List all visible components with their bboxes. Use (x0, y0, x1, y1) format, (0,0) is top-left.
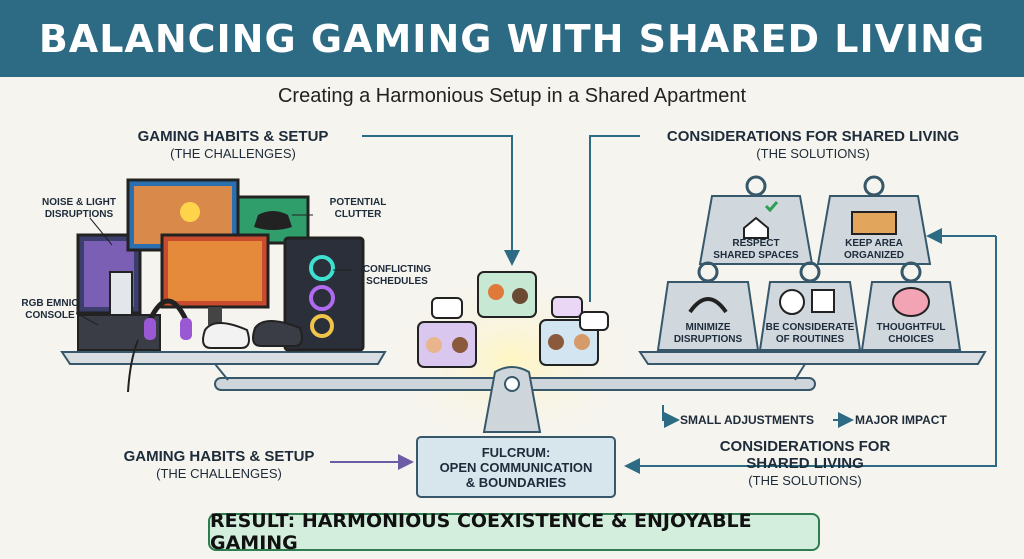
bottom-left-label: GAMING HABITS & SETUP (THE CHALLENGES) (123, 448, 315, 481)
label-schedules: CONFLICTING SCHEDULES (362, 264, 432, 287)
adjustments-left: SMALL ADJUSTMENTS (680, 413, 815, 427)
fulcrum-line1: FULCRUM: (481, 444, 551, 460)
right-tray (638, 351, 987, 365)
weights (656, 175, 962, 351)
fulcrum-box: FULCRUM: OPEN COMMUNICATION & BOUNDARIES (416, 436, 616, 498)
left-section-title: GAMING HABITS & SETUP (THE CHALLENGES) (137, 128, 329, 161)
weight-disruptions-label: MINIMIZE DISRUPTIONS (673, 322, 743, 345)
label-clutter: POTENTIAL CLUTTER (329, 197, 387, 220)
house-check-icon (743, 216, 769, 239)
arrow-right-to-center (589, 135, 640, 302)
page-subtitle: Creating a Harmonious Setup in a Shared … (277, 85, 747, 107)
arrow-loop-right (624, 236, 997, 474)
chat-bubbles (417, 271, 609, 368)
page-title: BALANCING GAMING WITH SHARED LIVING (38, 16, 986, 61)
weight-respect-label: RESPECT SHARED SPACES (713, 238, 799, 261)
fulcrum-stand (482, 366, 542, 433)
desk-icon (851, 211, 897, 235)
headphones (147, 298, 189, 322)
label-console: RGB EMNIC CONSOLE (21, 298, 79, 321)
brain-icon (892, 287, 930, 317)
pc-tower (283, 236, 365, 352)
weight-organized-label: KEEP AREA ORGANIZED (844, 238, 904, 261)
weight-routines-label: BE CONSIDERATE OF ROUTINES (765, 322, 855, 345)
gaming-setup (76, 178, 365, 393)
label-noise: NOISE & LIGHT DISRUPTIONS (42, 197, 116, 220)
headphones-icon (688, 297, 728, 314)
controller-black (252, 320, 303, 347)
arrow-left-to-center (362, 135, 520, 266)
weight-choices-label: THOUGHTFUL CHOICES (876, 322, 946, 345)
right-section-title: CONSIDERATIONS FOR SHARED LIVING (THE SO… (666, 128, 960, 161)
clock-calendar-icon (779, 289, 805, 315)
left-tray (60, 351, 387, 365)
adjustments-right: MAJOR IMPACT (855, 413, 947, 427)
header-banner: BALANCING GAMING WITH SHARED LIVING (0, 0, 1024, 77)
fulcrum-line2: OPEN COMMUNICATION (439, 459, 593, 475)
controller-white (202, 322, 250, 349)
bottom-right-label: CONSIDERATIONS FOR SHARED LIVING (THE SO… (719, 438, 891, 488)
fulcrum-line3: & BOUNDARIES (465, 474, 567, 490)
result-banner: RESULT: HARMONIOUS COEXISTENCE & ENJOYAB… (208, 510, 820, 554)
